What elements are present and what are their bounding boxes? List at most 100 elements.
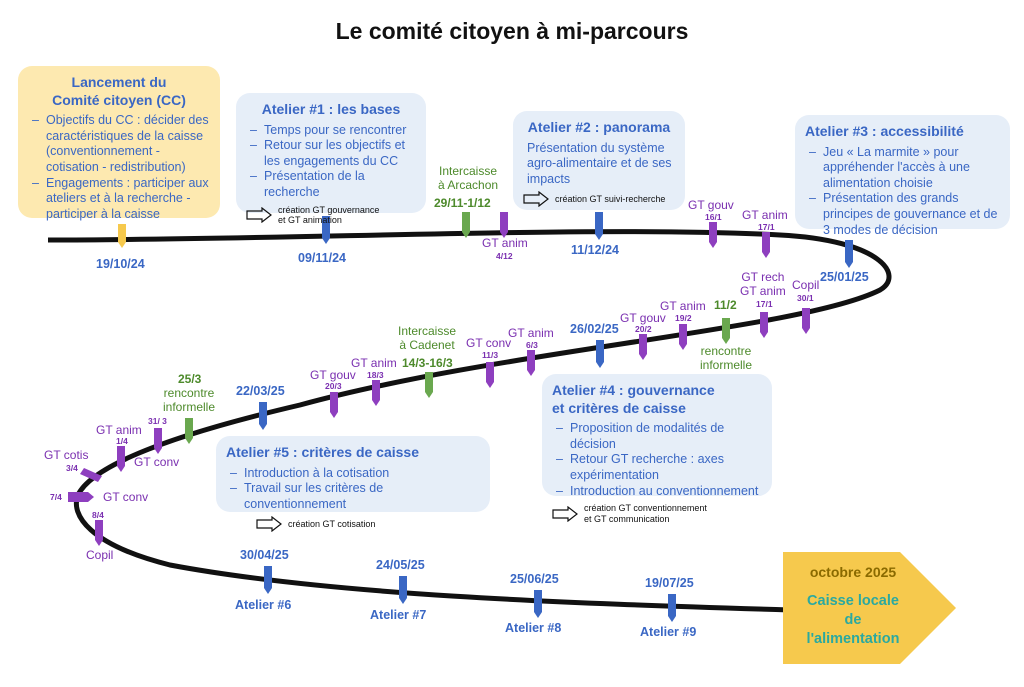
box-atelier2: Atelier #2 : panorama Présentation du sy… — [513, 111, 685, 210]
box-atelier1: Atelier #1 : les bases Temps pour se ren… — [236, 93, 426, 225]
list-item: Introduction à la cotisation — [230, 466, 480, 482]
marker-atelier7 — [399, 576, 407, 604]
gt-label: Copil — [86, 548, 114, 562]
gt-label: GT conv — [103, 490, 149, 504]
list-item: Jeu « La marmite » pour appréhender l'ac… — [809, 145, 1000, 192]
marker-atelier8 — [534, 590, 542, 618]
gt-label: Copil — [792, 278, 820, 292]
marker-rencontre-25-3 — [185, 418, 193, 444]
gt-date: 18/3 — [367, 370, 384, 380]
box-atelier1-title: Atelier #1 : les bases — [261, 101, 401, 117]
box-atelier1-list: Temps pour se rencontrer Retour sur les … — [246, 123, 416, 201]
date-label: 30/04/25 — [240, 548, 289, 562]
box-atelier5-list: Introduction à la cotisation Travail sur… — [226, 466, 480, 513]
creation-line: création GT cotisation — [288, 518, 376, 529]
date-label: 19/10/24 — [96, 257, 145, 271]
future-atelier-label: Atelier #7 — [370, 608, 427, 622]
marker-cadenet — [425, 372, 433, 398]
marker-gt-cotis-3-4 — [80, 468, 102, 482]
box-atelier4-title: Atelier #4 : gouvernance et critères de … — [552, 382, 762, 417]
creation-line: création GT conventionnement — [584, 503, 707, 514]
list-item: Introduction au conventionnement — [556, 484, 762, 500]
event-rencontre-11-2-date: 11/2 — [714, 298, 737, 312]
box-lancement-list: Objectifs du CC : décider des caractéris… — [28, 113, 210, 222]
gt-label-line: GT rech — [741, 270, 785, 284]
box-lancement-title-line2: Comité citoyen (CC) — [52, 91, 186, 108]
event-rencontre-25-3: rencontre informelle — [163, 386, 215, 414]
gt-label: GT gouv — [310, 368, 356, 382]
gt-label: GT cotis — [44, 448, 89, 462]
date-label: 19/07/25 — [645, 576, 694, 590]
box-atelier4-title-line2: et critères de caisse — [552, 399, 686, 416]
date-label: 11/12/24 — [571, 243, 619, 257]
event-arcachon: Intercaisse à Arcachon — [438, 164, 498, 192]
event-rencontre-25-3-date: 25/3 — [178, 372, 202, 386]
arrow-right-icon — [246, 207, 272, 224]
event-line: informelle — [163, 400, 216, 414]
final-line: l'alimentation — [806, 630, 900, 647]
marker-gt-gouv-20-3 — [330, 392, 338, 418]
gt-label: GT anim — [742, 208, 788, 222]
event-cadenet-date: 14/3-16/3 — [402, 356, 453, 370]
marker-rencontre-11-2 — [722, 318, 730, 344]
creation-note: création GT suivi-recherche — [523, 191, 675, 208]
gt-date: 17/1 — [756, 299, 773, 309]
gt-date: 31/ 3 — [148, 416, 167, 426]
list-item: Temps pour se rencontrer — [250, 123, 416, 139]
gt-label: GT gouv — [620, 311, 666, 325]
event-line: rencontre — [163, 386, 215, 400]
date-label: 09/11/24 — [298, 251, 346, 265]
marker-gt-anim-19-2 — [679, 324, 687, 350]
gt-date: 11/3 — [482, 350, 499, 360]
marker-copil-30-1 — [802, 308, 810, 334]
gt-date: 20/3 — [325, 381, 342, 391]
marker-gt-gouv-16-1 — [709, 222, 717, 248]
arrow-right-icon — [552, 505, 578, 522]
box-atelier2-title: Atelier #2 : panorama — [527, 119, 671, 135]
box-atelier4-title-line1: Atelier #4 : gouvernance — [552, 382, 715, 398]
creation-line: création GT gouvernance — [278, 204, 380, 215]
date-label: 24/05/25 — [376, 558, 425, 572]
marker-gt-anim-6-3 — [527, 350, 535, 376]
date-label: 25/06/25 — [510, 572, 559, 586]
creation-note: création GT cotisation — [256, 516, 480, 533]
gt-label: GT anim — [660, 299, 706, 313]
box-atelier5-title: Atelier #5 : critères de caisse — [226, 444, 420, 460]
marker-gt-anim-4-12 — [500, 212, 508, 238]
final-caisse: Caisse locale de l'alimentation — [783, 592, 923, 649]
marker-copil-8-4 — [95, 520, 103, 546]
marker-gt-anim-18-3 — [372, 380, 380, 406]
gt-label: GT conv — [134, 455, 180, 469]
box-atelier4-list: Proposition de modalités de décision Ret… — [552, 421, 762, 499]
box-atelier2-text: Présentation du système agro-alimentaire… — [527, 140, 672, 186]
list-item: Travail sur les critères de conventionne… — [230, 481, 480, 512]
event-line: Intercaisse — [398, 324, 457, 338]
gt-date: 7/4 — [50, 492, 62, 502]
box-atelier5: Atelier #5 : critères de caisse Introduc… — [216, 436, 490, 533]
marker-arcachon — [462, 212, 470, 238]
box-atelier3-title: Atelier #3 : accessibilité — [805, 123, 964, 139]
date-label: 25/01/25 — [820, 270, 869, 284]
marker-atelier2 — [595, 212, 603, 240]
marker-launch — [118, 224, 126, 248]
marker-gt-anim-1-4 — [117, 446, 125, 472]
gt-date: 1/4 — [116, 436, 128, 446]
box-lancement: Lancement du Comité citoyen (CC) Objecti… — [18, 66, 220, 221]
gt-date: 16/1 — [705, 212, 722, 222]
marker-gt-conv-31-3 — [154, 428, 162, 454]
gt-date: 8/4 — [92, 510, 104, 520]
gt-label: GT anim — [351, 356, 397, 370]
marker-atelier3 — [845, 240, 853, 268]
gt-label: GT anim — [96, 423, 142, 437]
gt-date: 3/4 — [66, 463, 78, 473]
event-rencontre-11-2: rencontre informelle — [700, 344, 752, 372]
final-arrow-shape — [783, 552, 956, 664]
gt-label: GT anim — [508, 326, 554, 340]
marker-atelier1 — [322, 216, 330, 244]
gt-date: 17/1 — [758, 222, 775, 232]
road-path — [47, 229, 892, 613]
event-line: à Cadenet — [399, 338, 455, 352]
creation-line: et GT animation — [278, 215, 342, 226]
